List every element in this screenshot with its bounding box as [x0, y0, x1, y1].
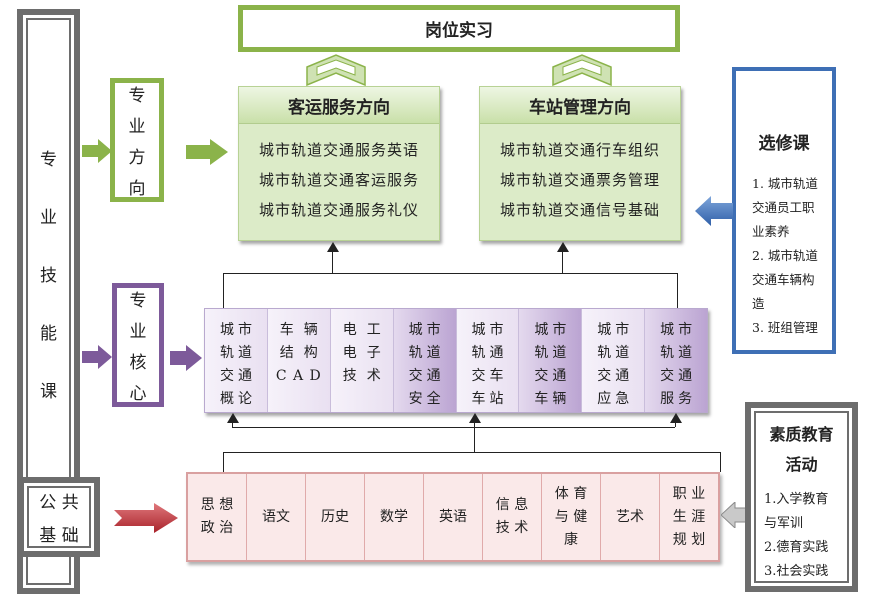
arrow-up-icon	[227, 413, 239, 423]
passenger-course: 城市轨道交通客运服务	[258, 171, 419, 189]
passenger-course: 城市轨道交通服务礼仪	[258, 201, 419, 219]
chevron-up-icon	[552, 54, 612, 87]
quality-line: 1.入学教育	[764, 492, 829, 507]
elective-line: 1. 城市轨道	[752, 176, 818, 191]
quality-education-box: 素质教育 活动 1.入学教育 与军训 2.德育实践 3.社会实践	[745, 402, 858, 592]
core-course: 车辆 结构 C A D	[267, 309, 331, 412]
elective-line: 3. 班组管理	[752, 320, 818, 335]
skill-char: 能	[40, 324, 57, 344]
core-course: 城轨交安 市道通全	[393, 309, 457, 412]
public-foundation-label: 公 共	[39, 493, 79, 513]
elective-line: 2. 城市轨道	[752, 248, 818, 263]
core-char: 业	[129, 322, 147, 342]
arrow-up-icon	[557, 242, 569, 252]
core-course: 城轨交车 市道通辆	[519, 309, 583, 412]
elective-line: 造	[752, 296, 765, 311]
skill-char: 技	[40, 266, 57, 286]
core-char: 心	[129, 384, 147, 404]
station-management-title: 车站管理方向	[480, 87, 680, 124]
arrow-left-icon	[721, 502, 751, 528]
public-course: 英语	[424, 474, 483, 560]
direction-char: 专	[128, 86, 146, 106]
arrow-right-icon	[114, 503, 178, 533]
direction-char: 向	[128, 179, 146, 199]
internship-box: 岗位实习	[238, 5, 680, 52]
elective-line: 交通车辆构	[752, 272, 815, 287]
arrow-left-icon	[695, 196, 733, 226]
arrow-right-icon	[82, 139, 112, 163]
arrow-right-icon	[186, 139, 228, 165]
core-label-box: 专 业 核 心	[112, 283, 164, 407]
cad-label: C A D	[275, 368, 322, 384]
direction-char: 方	[128, 148, 146, 168]
public-foundation-label: 基 础	[39, 526, 79, 546]
public-course: 职 业生 涯规 划	[672, 485, 706, 548]
core-char: 核	[129, 353, 147, 373]
core-course: 城轨交车 市通车站	[456, 309, 520, 412]
station-management-box: 车站管理方向 城市轨道交通行车组织 城市轨道交通票务管理 城市轨道交通信号基础	[479, 86, 681, 241]
public-course: 数学	[365, 474, 424, 560]
chevron-up-icon	[306, 54, 366, 87]
quality-line: 2.德育实践	[764, 540, 829, 555]
passenger-service-title: 客运服务方向	[239, 87, 439, 124]
arrow-up-icon	[670, 413, 682, 423]
station-course: 城市轨道交通信号基础	[499, 201, 660, 219]
core-course: 城轨交概 市道通论	[205, 309, 268, 412]
public-foundation-box: 公 共 基 础	[18, 477, 100, 557]
elective-title: 选修课	[758, 134, 810, 154]
quality-line: 与军训	[764, 516, 804, 531]
quality-title: 素质教育	[769, 425, 834, 444]
passenger-service-box: 客运服务方向 城市轨道交通服务英语 城市轨道交通客运服务 城市轨道交通服务礼仪	[238, 86, 440, 241]
quality-line: 3.社会实践	[764, 564, 829, 579]
direction-label-box: 专 业 方 向	[110, 78, 164, 202]
elective-line: 业素养	[752, 224, 790, 239]
elective-box: 选修课 1. 城市轨道 交通员工职 业素养 2. 城市轨道 交通车辆构 造 3.…	[732, 67, 836, 354]
arrow-right-icon	[170, 345, 202, 371]
public-course: 艺术	[601, 474, 660, 560]
public-course: 语文	[247, 474, 306, 560]
public-course: 体 育与 健康	[542, 474, 601, 560]
skill-char: 课	[40, 382, 57, 402]
core-course-strip: 城轨交概 市道通论 车辆 结构 C A D 电工 电子 技术 城轨交安 市道通全…	[204, 308, 708, 413]
public-course: 信 息技 术	[483, 474, 542, 560]
core-course: 城轨交应 市道通急	[582, 309, 646, 412]
arrow-up-icon	[327, 242, 339, 252]
arrow-up-icon	[469, 413, 481, 423]
internship-label: 岗位实习	[425, 21, 493, 41]
arrow-right-icon	[82, 345, 112, 369]
core-char: 专	[129, 291, 147, 311]
elective-line: 交通员工职	[752, 200, 815, 215]
public-course: 历史	[306, 474, 365, 560]
core-course: 电工 电子 技术	[330, 309, 394, 412]
skill-char: 专	[40, 150, 57, 170]
station-course: 城市轨道交通票务管理	[499, 171, 660, 189]
skill-char: 业	[40, 208, 57, 228]
direction-char: 业	[128, 117, 146, 137]
station-course: 城市轨道交通行车组织	[499, 141, 660, 159]
public-course-strip: 思 想政 治 语文 历史 数学 英语 信 息技 术 体 育与 健康 艺术 职 业…	[186, 472, 720, 562]
passenger-course: 城市轨道交通服务英语	[258, 141, 419, 159]
public-course: 思 想政 治	[188, 474, 247, 560]
quality-title: 活动	[785, 455, 818, 474]
core-course: 城轨交服 市道通务	[645, 309, 707, 412]
